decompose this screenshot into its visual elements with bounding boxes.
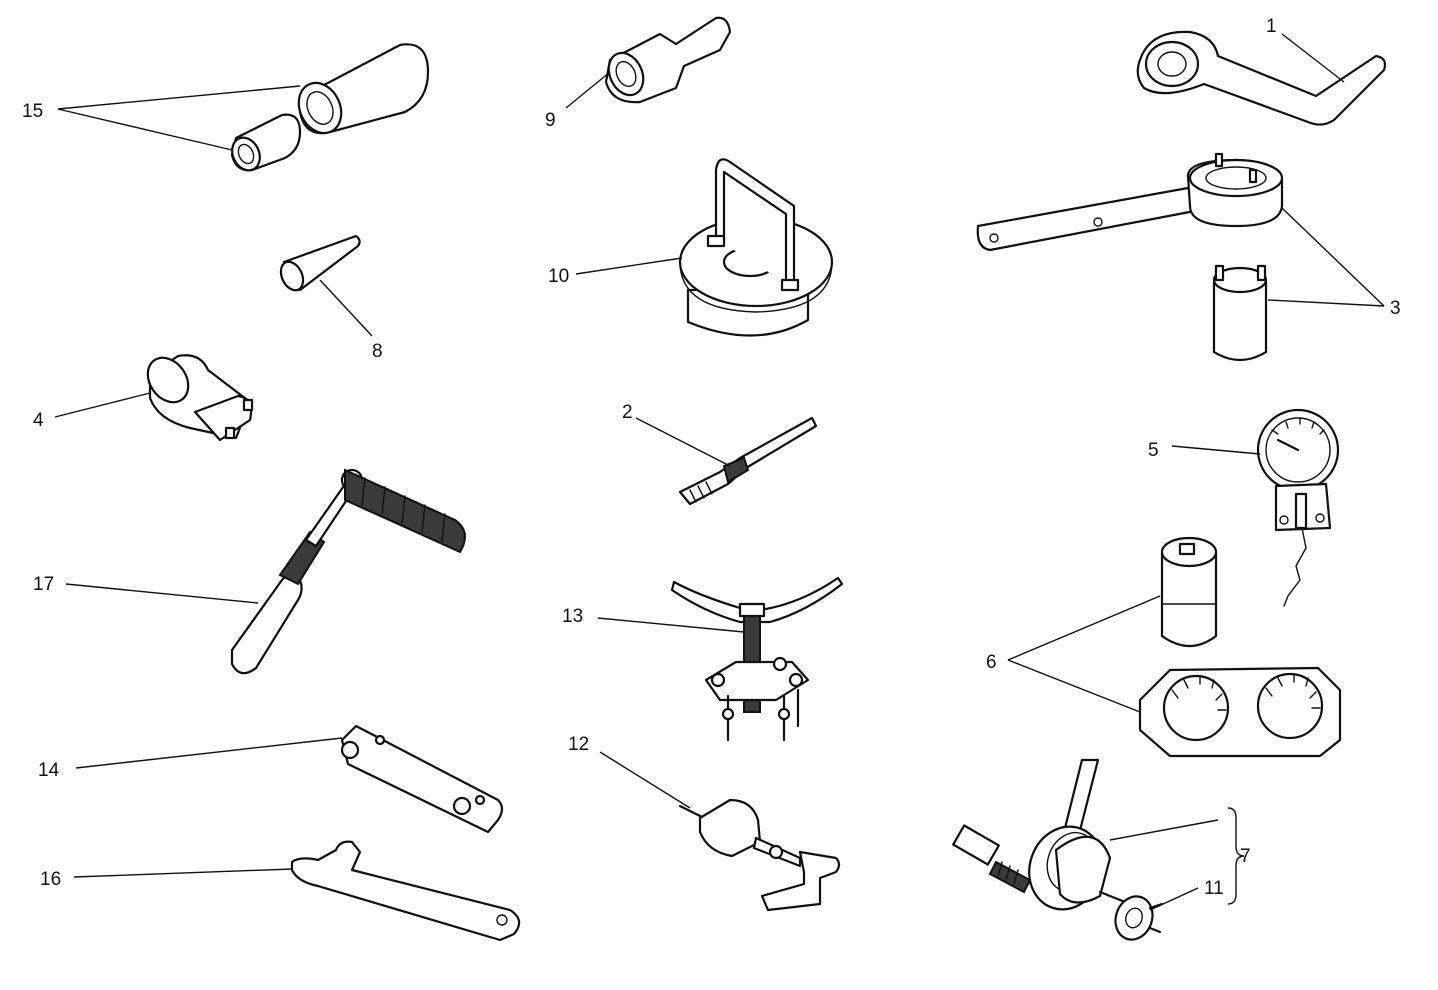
label-6: 6 [986, 652, 997, 673]
label-1: 1 [1266, 16, 1277, 37]
tool-15-sockets [230, 43, 430, 172]
label-4: 4 [33, 410, 44, 431]
tool-16-hook-spanner [290, 840, 521, 942]
tool-12-extractor [678, 798, 841, 912]
tool-6-socket-and-ring [1138, 536, 1342, 758]
leader-6a [1007, 595, 1161, 661]
label-3: 3 [1390, 298, 1401, 319]
tool-8-cone [279, 234, 361, 292]
leader-11 [1149, 887, 1199, 911]
leader-7 [1109, 819, 1219, 841]
label-2: 2 [622, 402, 633, 423]
leader-17 [65, 583, 259, 604]
tool-9-adapter [604, 16, 732, 104]
label-5: 5 [1148, 440, 1159, 461]
leader-1 [1281, 33, 1345, 83]
label-15: 15 [22, 101, 43, 122]
leader-13 [597, 617, 745, 633]
tool-13-puller [670, 576, 844, 742]
tool-1-bent-wrench [1136, 30, 1387, 126]
tool-3-pin-spanner [976, 152, 1284, 362]
leader-4 [54, 392, 151, 418]
leader-9 [565, 71, 611, 109]
tool-10-bell-puller [678, 158, 834, 337]
tool-7-tool [952, 758, 1142, 911]
leader-2 [635, 417, 731, 467]
tool-4-pin-socket [146, 354, 254, 442]
leader-8 [319, 279, 373, 337]
leader-12 [599, 751, 691, 809]
label-8: 8 [372, 341, 383, 362]
leader-15a [57, 85, 301, 110]
label-10: 10 [548, 266, 569, 287]
tool-17-crank-handle [230, 468, 466, 675]
tool-2-rod [678, 416, 818, 506]
leader-15b [57, 108, 233, 151]
tool-14-flat-wrench [340, 724, 504, 834]
leader-6b [1007, 659, 1141, 713]
label-17: 17 [33, 574, 54, 595]
leader-5 [1171, 445, 1261, 455]
leader-10 [575, 257, 683, 275]
leader-3b [1267, 299, 1385, 307]
label-14: 14 [38, 760, 60, 781]
label-16: 16 [40, 869, 61, 890]
leader-14 [75, 737, 343, 769]
label-13: 13 [562, 606, 583, 627]
label-11: 11 [1204, 878, 1224, 899]
label-9: 9 [545, 110, 556, 131]
leader-16 [73, 868, 293, 878]
leader-3a [1281, 207, 1385, 307]
tool-5-dial-gauge [1256, 408, 1340, 607]
label-12: 12 [568, 734, 589, 755]
label-7: 7 [1240, 846, 1251, 867]
bracket-7 [1227, 807, 1245, 905]
